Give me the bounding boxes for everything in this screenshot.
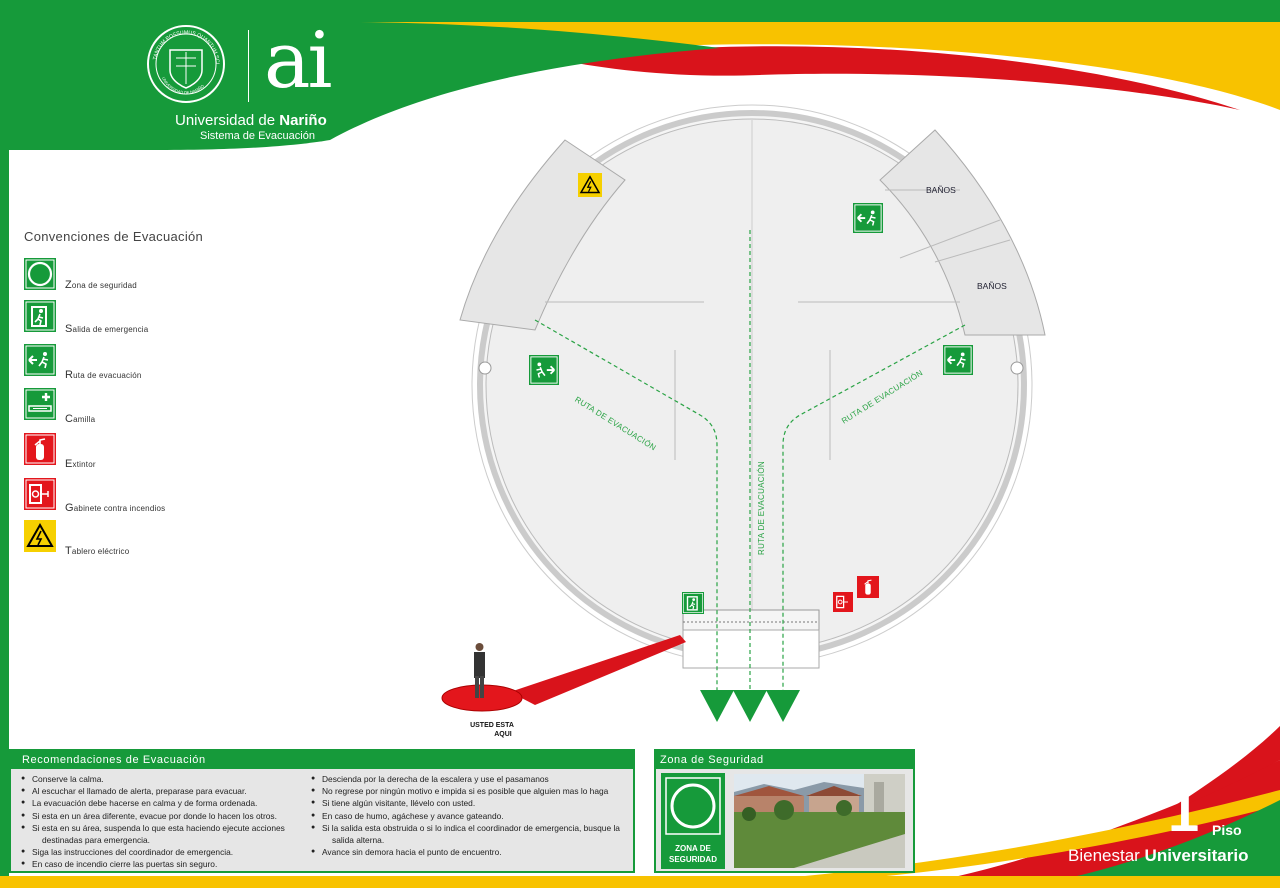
room-label-bathroom: BAÑOS [977,281,1007,291]
list-item: Siga las instrucciones del coordinador d… [21,846,285,858]
university-seal [147,25,225,103]
list-item: En caso de humo, agáchese y avance gatea… [311,810,620,822]
list-item: No regrese por ningún motivo e impida si… [311,785,620,797]
electrical-panel-icon [578,173,602,197]
legend-title: Convenciones de Evacuación [24,229,204,244]
list-item: Si la salida esta obstruida o si lo indi… [311,822,620,834]
seal-text-bottom: UNIVERSIDAD DE NARIÑO [161,76,205,95]
list-item: Si esta en un área diferente, evacue por… [21,810,285,822]
list-item: Avance sin demora hacia el punto de encu… [311,846,620,858]
seal-text: TANTUM POSSUMUS QUANTUM SCIMUS UNIVERSID… [148,26,220,95]
route-label-center: RUTA DE EVACUACIÓN [757,460,766,555]
floor-plan [459,104,1046,669]
safety-zone-icon [24,258,56,290]
stretcher-icon [24,388,56,420]
you-are-here-marker [441,635,686,712]
evacuation-route-icon [943,345,973,375]
evacuation-route-icon [853,203,883,233]
university-prefix: Universidad de [175,112,280,129]
emergency-exit-icon [682,592,704,614]
list-item: Descienda por la derecha de la escalera … [311,773,620,785]
building-prefix: Bienestar [1068,846,1145,865]
safety-zone-header [654,749,915,769]
list-item-continuation: salida alterna. [332,835,385,846]
you-are-here-label: USTED ESTA AQUI [462,721,522,739]
you-are-here-line-1: USTED ESTA [470,722,514,729]
recommendations-header [9,749,635,769]
extinguisher-icon [24,433,56,465]
svg-text:UNIVERSIDAD DE NARIÑO: UNIVERSIDAD DE NARIÑO [161,76,205,95]
building-name: Bienestar Universitario [1068,846,1248,866]
list-item: Al escuchar el llamado de alerta, prepar… [21,785,285,797]
fire-cabinet-icon [833,592,853,612]
safety-zone-title: Zona de Seguridad [660,754,764,766]
list-item: En caso de incendio cierre las puertas s… [21,858,285,870]
university-name-bold: Nariño [279,112,327,129]
legend-label-electrical-panel: Tablero eléctrico [65,545,130,557]
electrical-panel-icon [24,520,56,552]
floor-word: Piso [1212,822,1242,838]
room-label-bathroom: BAÑOS [926,185,956,195]
logo-divider [248,30,249,102]
fire-cabinet-icon [24,478,56,510]
evacuation-route-icon [24,344,56,376]
sign-label-line-1: ZONA DE [675,844,711,853]
evacuation-route-right-icon [529,355,559,385]
ai-logo: ai [264,16,332,106]
seal-text-top: TANTUM POSSUMUS QUANTUM SCIMUS [148,26,220,64]
recommendations-right-list: Descienda por la derecha de la escalera … [311,773,620,859]
svg-text:TANTUM POSSUMUS QUANTUM SCIMUS: TANTUM POSSUMUS QUANTUM SCIMUS [148,26,220,64]
exit-arrows [700,690,800,722]
list-item: Si esta en su área, suspenda lo que esta… [21,822,285,834]
legend-label-extinguisher: Extintor [65,458,96,470]
safety-zone-sign-label: ZONA DE SEGURIDAD [661,843,725,865]
system-name: Sistema de Evacuación [200,130,315,142]
legend-label-safety-zone: Zona de seguridad [65,279,137,291]
safety-zone-photo [734,774,905,868]
floor-number: 1 [1168,780,1200,843]
legend-label-stretcher: Camilla [65,413,96,425]
recommendations-title: Recomendaciones de Evacuación [22,754,206,766]
legend-label-emergency-exit: Salida de emergencia [65,323,149,335]
university-name: Universidad de Nariño [175,112,327,129]
extinguisher-icon [857,576,879,598]
safety-zone-icon [665,777,721,835]
safety-zone-sign [661,773,725,869]
legend-label-evacuation-route: Ruta de evacuación [65,369,142,381]
emergency-exit-icon [24,300,56,332]
recommendations-left-list: Conserve la calma. Al escuchar el llamad… [21,773,285,871]
building-name-bold: Universitario [1144,846,1249,865]
list-item: Conserve la calma. [21,773,285,785]
list-item: Si tiene algún visitante, llévelo con us… [311,797,620,809]
list-item-continuation: destinadas para emergencia. [42,835,151,846]
list-item: La evacuación debe hacerse en calma y de… [21,797,285,809]
sign-label-line-2: SEGURIDAD [668,855,717,864]
evacuation-routes [534,230,966,695]
legend-label-fire-cabinet: Gabinete contra incendios [65,502,166,514]
you-are-here-line-2: AQUI [494,731,512,738]
